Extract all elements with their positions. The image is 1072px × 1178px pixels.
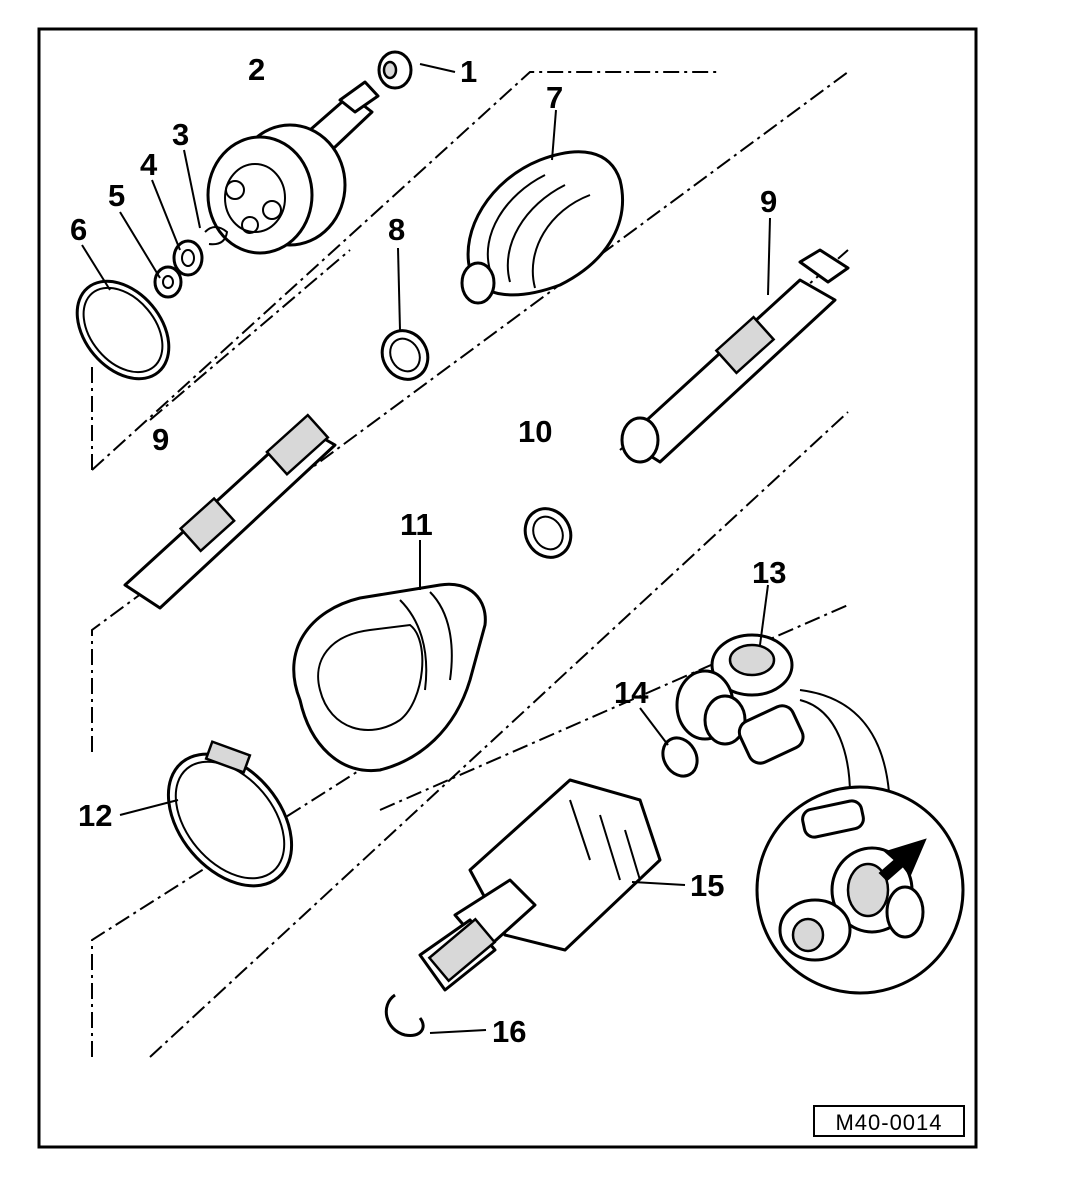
label-3: 3 — [172, 117, 189, 152]
label-2: 2 — [248, 52, 265, 87]
label-11: 11 — [400, 507, 433, 542]
label-1: 1 — [460, 54, 477, 89]
part-9-drive-shaft-upper — [620, 248, 850, 464]
diagram-frame — [37, 27, 978, 1149]
part-13-tripod-joint — [675, 633, 805, 765]
arrow-icon — [878, 838, 927, 882]
label-12: 12 — [78, 798, 112, 833]
label-14: 14 — [614, 675, 649, 710]
part-16-circlip — [384, 993, 425, 1038]
part-3-circlip — [204, 226, 229, 246]
label-9-upper: 9 — [760, 184, 777, 219]
label-10: 10 — [518, 414, 552, 449]
label-6: 6 — [70, 212, 87, 247]
part-11-inner-boot — [292, 582, 487, 773]
label-7: 7 — [546, 80, 563, 115]
part-8-clamp — [380, 329, 430, 381]
part-2-outer-cv-joint — [206, 80, 380, 255]
part-7-boot — [460, 150, 624, 305]
part-9-drive-shaft-lower — [123, 413, 337, 610]
label-15: 15 — [690, 868, 724, 903]
reference-code: M40-0014 — [835, 1110, 942, 1135]
leader-lines — [81, 63, 771, 1034]
part-5-dished-washer — [153, 265, 183, 299]
detail-inset — [755, 689, 965, 995]
part-10-clamp — [523, 507, 573, 559]
label-5: 5 — [108, 178, 125, 213]
reference-code-box: M40-0014 — [813, 1105, 965, 1137]
part-6-hose-clamp — [75, 279, 171, 381]
label-16: 16 — [492, 1014, 526, 1049]
label-13: 13 — [752, 555, 786, 590]
label-9-lower: 9 — [152, 422, 169, 457]
part-14-circlip — [661, 736, 699, 778]
part-4-spacer — [172, 239, 204, 277]
part-12-hose-clamp — [166, 740, 294, 888]
part-1-nut — [377, 50, 413, 90]
part-15-joint-housing — [418, 778, 662, 992]
part-labels: 1 2 3 4 5 6 7 8 9 9 10 11 12 13 14 15 16 — [70, 52, 786, 1049]
label-4: 4 — [140, 147, 158, 182]
label-8: 8 — [388, 212, 405, 247]
